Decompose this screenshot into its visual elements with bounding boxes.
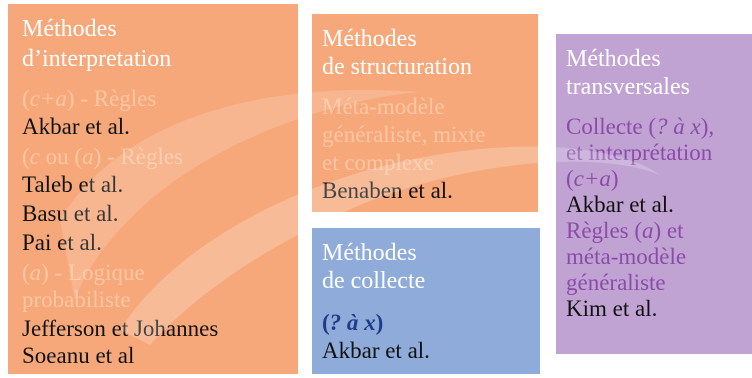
transversal-title-line2: transversales <box>566 74 690 100</box>
rule-suffix: - Règles <box>101 144 183 169</box>
transversal-desc2-line3: généraliste <box>566 270 666 295</box>
transversal-desc1-line2: et interprétation <box>566 140 713 165</box>
reference-basu: Basu et al. <box>22 201 119 226</box>
collecte-title-line2: de collecte <box>322 268 426 294</box>
interpretation-rule-c-or-a: (c ou (a) - Règles <box>22 144 183 169</box>
reference-taleb: Taleb et al. <box>22 172 124 197</box>
reference-akbar: Akbar et al. <box>22 114 130 139</box>
reference-jefferson: Jefferson et Johannes <box>22 316 219 341</box>
reference-akbar: Akbar et al. <box>322 338 430 363</box>
desc-suffix: ) et <box>653 218 684 243</box>
interpretation-methods-box: Méthodes d’interpretation (c+a) - Règles… <box>8 4 298 374</box>
desc-italic: a <box>642 218 654 243</box>
interpretation-title-line2: d’interpretation <box>22 46 172 72</box>
reference-kim: Kim et al. <box>566 296 658 321</box>
reference-pai: Pai et al. <box>22 230 102 255</box>
rule-suffix: - Règles <box>74 86 157 111</box>
transversal-desc2-line2: méta-modèle <box>566 244 687 269</box>
interpretation-rule-a-line2: probabiliste <box>22 287 131 312</box>
collection-methods-box: Méthodes de collecte (? à x) Akbar et al… <box>312 228 540 374</box>
rule-a-italic: a <box>82 144 94 169</box>
collecte-rule: (? à x) <box>322 310 384 335</box>
desc-italic: c+a <box>573 166 611 191</box>
rule-or: ou ( <box>39 144 83 169</box>
structuration-desc-line2: généraliste, mixte <box>322 122 486 147</box>
rule-italic: ? à x <box>329 310 376 335</box>
transversal-methods-box: Méthodes transversales Collecte (? à x),… <box>556 34 752 354</box>
desc-prefix: Règles ( <box>566 218 643 243</box>
desc-suffix: ), <box>700 114 715 139</box>
interpretation-rule-c-plus-a: (c+a) - Règles <box>22 86 157 111</box>
transversal-title-line1: Méthodes <box>566 46 661 72</box>
structuration-title-line1: Méthodes <box>322 26 417 52</box>
reference-soeanu: Soeanu et al <box>22 343 135 368</box>
structuration-title-line2: de structuration <box>322 54 472 80</box>
transversal-desc2-line1: Règles (a) et <box>566 218 684 244</box>
rule-c-italic: c <box>29 144 40 169</box>
collecte-title-line1: Méthodes <box>322 240 417 266</box>
transversal-desc1-line3: (c+a) <box>566 166 619 191</box>
structuration-methods-box: Méthodes de structuration Méta-modèle gé… <box>312 14 538 212</box>
reference-akbar: Akbar et al. <box>566 192 674 217</box>
desc-italic: ? à x <box>656 114 701 139</box>
structuration-desc-line3: et complexe <box>322 150 434 175</box>
structuration-desc-line1: Méta-modèle <box>322 94 445 119</box>
interpretation-title-line1: Méthodes <box>22 16 117 42</box>
rule-suffix: - Logique <box>48 260 145 285</box>
transversal-desc1-line1: Collecte (? à x), <box>566 114 714 140</box>
rule-italic: a <box>29 260 42 285</box>
rule-italic: c+a <box>29 86 67 111</box>
desc-prefix: Collecte ( <box>566 114 657 139</box>
interpretation-rule-a: (a) - Logique <box>22 260 145 285</box>
reference-benaben: Benaben et al. <box>322 178 453 203</box>
